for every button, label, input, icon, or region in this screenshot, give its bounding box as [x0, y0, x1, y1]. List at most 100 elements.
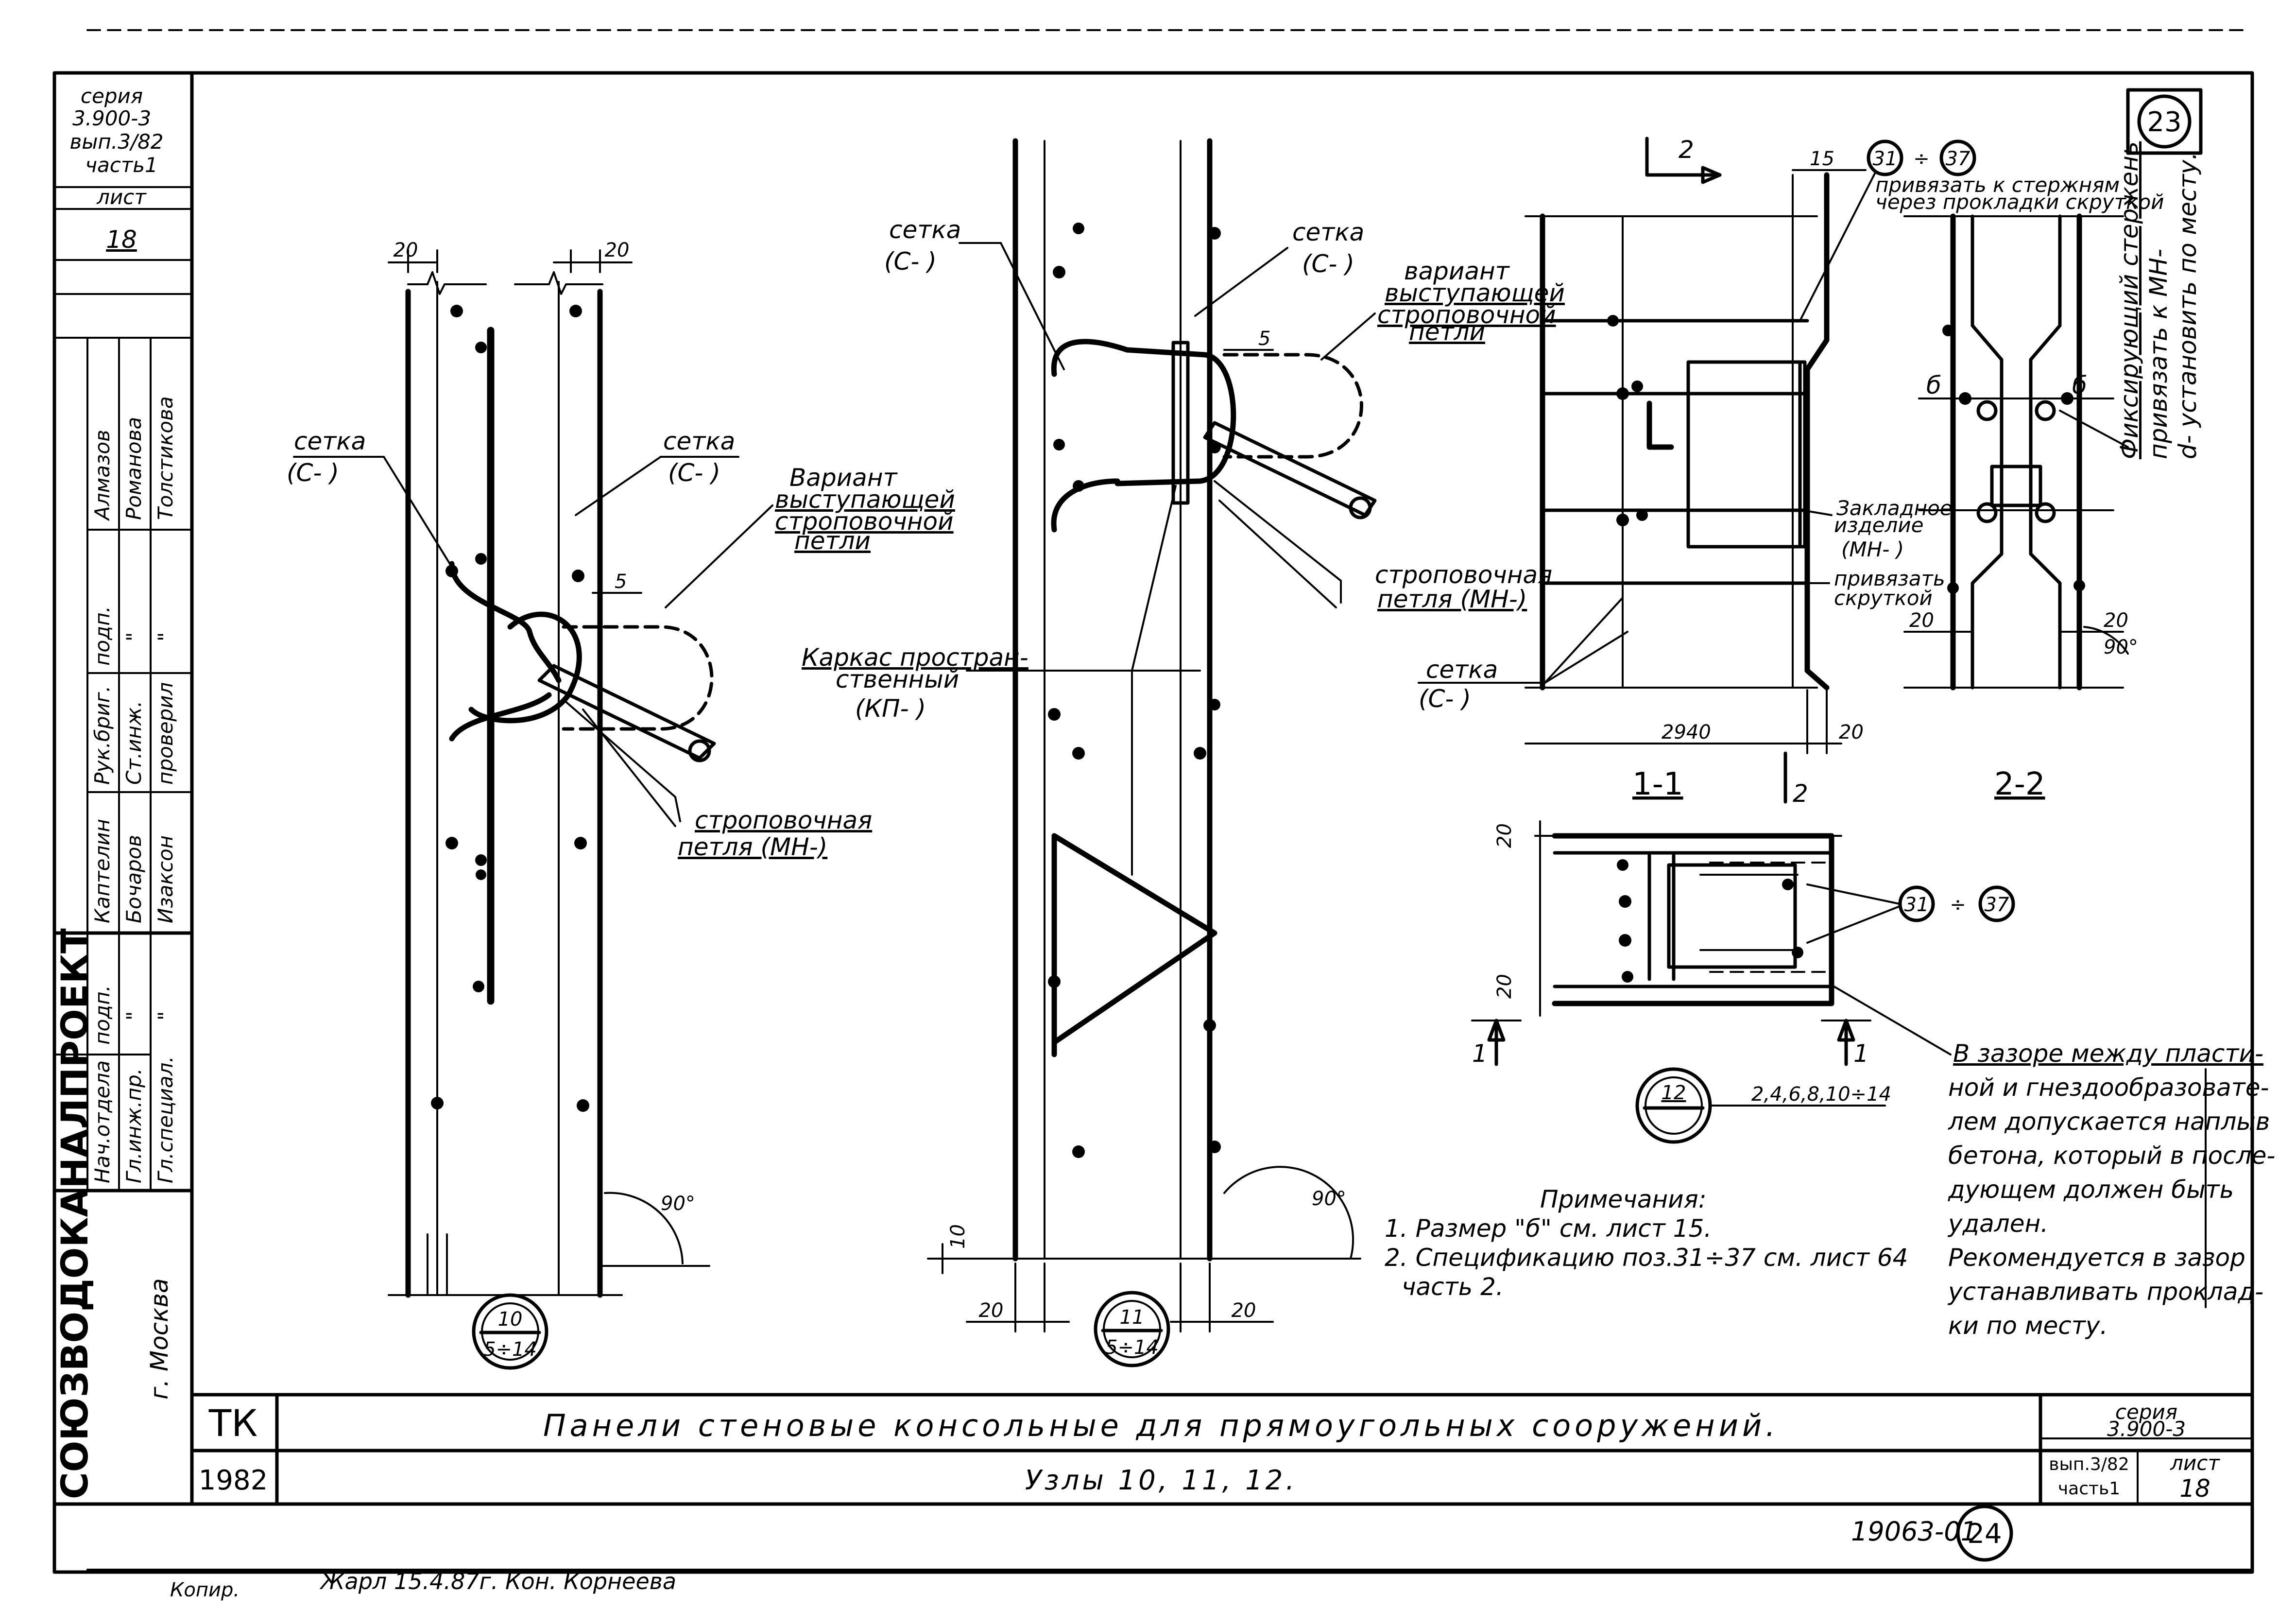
notes: Примечания: 1. Размер "б" см. лист 15. 2… — [1385, 1185, 1908, 1301]
node10-setka-left-code: (С- ) — [287, 459, 339, 487]
node11-setka-left: сетка — [889, 216, 961, 244]
node11-variant-l4: петли — [1409, 318, 1485, 346]
gap-note-2: ной и гнездообразовате- — [1948, 1073, 2269, 1102]
role-6: проверил — [154, 682, 177, 785]
gap-note-6: удален. — [1947, 1210, 2048, 1238]
section11-cut-label: 2 — [1679, 136, 1694, 164]
section22-fix-l2: привязать к МН- — [2144, 249, 2173, 459]
node12-dim-20-top: 20 — [1493, 823, 1516, 848]
section22-name: 2-2 — [1994, 766, 2045, 802]
node10-variant-l4: петли — [794, 527, 871, 555]
node12-pos-sep: ÷ — [1950, 894, 1966, 916]
title-block: ТК 1982 Панели стеновые консольные для п… — [190, 1393, 2254, 1506]
handwriting-copied: Копир. — [170, 1579, 240, 1601]
section22-b-right: б — [2072, 371, 2087, 399]
node11-karkas-l2: ственный — [836, 665, 959, 693]
role-3: Гл.специал. — [154, 1056, 177, 1183]
title-sub: Узлы 10, 11, 12. — [1025, 1465, 1298, 1496]
section11-embed-l1: Закладное — [1836, 496, 1953, 520]
node11-variant-l3: строповочной — [1377, 301, 1556, 329]
notes-n2b: часть 2. — [1402, 1273, 1504, 1301]
node11-setka-right: сетка — [1292, 218, 1364, 246]
gap-note-5: дующем должен быть — [1948, 1176, 2234, 1204]
node12-dots — [1617, 859, 1803, 983]
section11-embed-l2: изделие — [1834, 513, 1924, 537]
handwriting-name-date: Жарл 15.4.87г. Кон. Корнеева — [319, 1568, 676, 1594]
sig-6: " — [154, 632, 177, 641]
section11-attach-l2: через прокладки скруткой — [1875, 190, 2164, 214]
node12-marker-ref: 2,4,6,8,10÷14 — [1751, 1083, 1891, 1106]
sidebar: серия 3.900-3 вып.3/82 часть1 лист 18 На… — [52, 84, 194, 1499]
series-box-l2: 3.900-3 — [72, 106, 151, 130]
title-series-value: 3.900-3 — [2107, 1417, 2186, 1441]
series-box-l5: лист — [96, 185, 147, 209]
sig-2: " — [122, 1011, 146, 1021]
node11-loop-l1: строповочная — [1375, 561, 1552, 589]
name-5: Романова — [122, 417, 146, 520]
node-11: сетка (С- ) сетка (С- ) вариант выступаю… — [802, 138, 1565, 1367]
section22-dim-20: 20 — [1909, 609, 1934, 632]
role-1: Нач.отдела — [90, 1060, 114, 1183]
title-tk: ТК — [208, 1401, 257, 1445]
sheet-frame — [52, 29, 2254, 1574]
section11-dots — [1607, 315, 1648, 526]
notes-n2a: 2. Спецификацию поз.31÷37 см. лист 64 — [1385, 1244, 1908, 1272]
gap-note-7: Рекомендуется в зазор — [1948, 1244, 2245, 1272]
role-5: Ст.инж. — [122, 701, 146, 785]
org-name: СОЮЗВОДОКАНАЛПРОЕКТ — [53, 928, 96, 1499]
node10-dim-right: 20 — [605, 239, 630, 261]
node11-angle: 90° — [1312, 1188, 1346, 1210]
node11-dim-10: 10 — [947, 1224, 969, 1249]
title-year: 1982 — [199, 1465, 268, 1496]
node12-cut-left: 1 — [1472, 1039, 1488, 1068]
section22-angle: 90° — [2104, 636, 2138, 658]
node10-setka-right: сетка — [663, 427, 735, 455]
notes-n1: 1. Размер "б" см. лист 15. — [1385, 1214, 1712, 1243]
section11-pos-sep: ÷ — [1913, 148, 1930, 170]
section11-tie-l1: привязать — [1834, 567, 1945, 590]
node12-cut-right: 1 — [1853, 1039, 1869, 1068]
section11-cut-bottom: 2 — [1793, 779, 1808, 808]
section11-setka: сетка — [1426, 656, 1498, 684]
city: г. Москва — [145, 1278, 173, 1400]
gap-note-8: устанавливать проклад- — [1947, 1278, 2263, 1306]
section11-name: 1-1 — [1632, 766, 1683, 802]
node-10: 20 20 сетка (С- ) сетка (С- ) Вариант в — [287, 239, 955, 1370]
node11-variant-l2: выступающей — [1385, 279, 1565, 307]
section11-embed-l3: (МН- ) — [1841, 537, 1904, 561]
title-issue: вып.3/82 — [2049, 1454, 2129, 1474]
section22-b-left: б — [1926, 371, 1941, 399]
title-main: Панели стеновые консольные для прямоугол… — [543, 1408, 1779, 1443]
section11-dim-15: 15 — [1810, 148, 1834, 170]
node12-dim-20-bot: 20 — [1493, 974, 1516, 999]
section11-dim-2940: 2940 — [1662, 721, 1711, 744]
name-1: Каптелин — [90, 819, 114, 923]
name-2: Бочаров — [122, 835, 146, 923]
sig-4: подп. — [90, 606, 114, 666]
series-box-l6: 18 — [106, 225, 137, 254]
section11-tie-l2: скруткой — [1834, 586, 1933, 610]
name-4: Алмазов — [90, 430, 114, 521]
notes-heading: Примечания: — [1540, 1185, 1707, 1213]
role-2: Гл.инж.пр. — [122, 1068, 146, 1183]
section11-setka-code: (С- ) — [1419, 685, 1471, 713]
section11-attach-l1: привязать к стержням — [1875, 173, 2120, 197]
sig-1: подп. — [90, 985, 114, 1045]
section11-dim-20: 20 — [1839, 721, 1864, 744]
name-3: Изаксон — [154, 835, 177, 923]
node11-marker-bottom: 5÷14 — [1105, 1336, 1159, 1359]
node10-dim-5: 5 — [615, 571, 627, 593]
gap-note-9: ки по месту. — [1948, 1312, 2108, 1340]
node10-variant-l3: строповочной — [775, 507, 954, 536]
node12-marker-top: 12 — [1662, 1082, 1686, 1104]
section22-dim-20b: 20 — [2104, 609, 2128, 632]
node11-dim-right: 20 — [1232, 1299, 1256, 1322]
node11-karkas-l1: Каркас простран- — [802, 643, 1028, 672]
title-sheet-label: лист — [2170, 1451, 2220, 1475]
title-series-label: серия — [2115, 1400, 2177, 1424]
node11-setka-right-code: (С- ) — [1302, 250, 1354, 278]
title-part: часть1 — [2058, 1479, 2120, 1499]
sig-3: " — [154, 1011, 177, 1021]
node10-angle: 90° — [661, 1193, 695, 1215]
